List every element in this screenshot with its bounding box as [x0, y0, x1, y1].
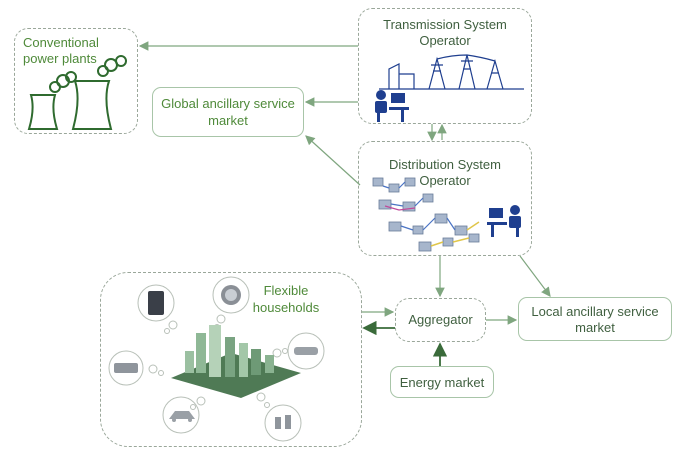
household-devices-illustration — [108, 276, 325, 442]
distribution-system-operator-node: Distribution System Operator — [358, 141, 532, 256]
flexible-households-node: Flexible households — [100, 272, 362, 447]
aggregator-node: Aggregator — [395, 298, 486, 342]
local-market-label-line1: Local ancillary service — [531, 304, 659, 319]
dso-label-line1: Distribution System — [389, 157, 501, 172]
cooling-tower-icon — [27, 55, 127, 130]
arrow-dso-to-local-market — [519, 255, 551, 297]
households-label-line2: households — [252, 300, 320, 315]
energy-market-node: Energy market — [390, 366, 494, 398]
conventional-label-line2: power plants — [23, 51, 97, 66]
global-market-label-line2: market — [208, 113, 248, 128]
global-market-label-line1: Global ancillary service — [161, 96, 295, 111]
transmission-system-operator-node: Transmission System Operator — [358, 8, 532, 124]
operator-at-desk-icon — [487, 205, 521, 237]
aggregator-label: Aggregator — [408, 312, 473, 327]
conventional-label-line1: Conventional — [23, 35, 99, 50]
operator-at-desk-icon — [375, 90, 409, 122]
energy-market-label: Energy market — [399, 375, 485, 390]
city-icon — [171, 325, 301, 398]
local-market-label-line2: market — [575, 320, 615, 335]
transmission-grid-icon — [379, 54, 524, 90]
arrow-dso-to-global-market — [305, 135, 361, 186]
households-label-line1: Flexible — [263, 283, 309, 298]
tso-label-line2: Operator — [419, 33, 471, 48]
local-ancillary-service-market-node: Local ancillary service market — [518, 297, 672, 341]
tso-label-line1: Transmission System — [383, 17, 507, 32]
dso-label-line2: Operator — [419, 173, 471, 188]
conventional-power-plants-node: Conventional power plants — [14, 28, 138, 134]
distribution-network-icon — [372, 177, 480, 252]
global-ancillary-service-market-node: Global ancillary service market — [152, 87, 304, 137]
